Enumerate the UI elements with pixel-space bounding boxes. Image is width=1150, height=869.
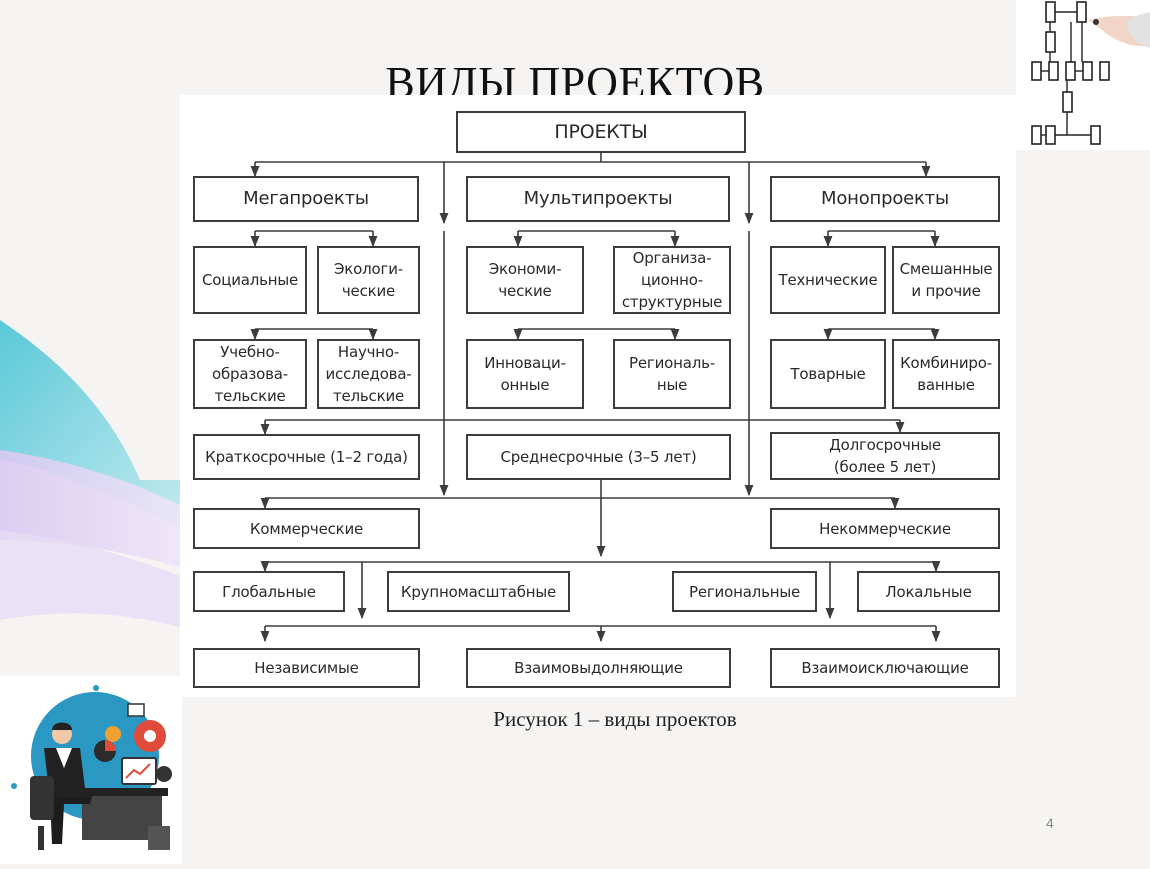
box-multiprojects: Мультипроекты	[466, 176, 730, 222]
box-commodity: Товарные	[770, 339, 886, 409]
box-long-term: Долгосрочные (более 5 лет)	[770, 432, 1000, 480]
businessman-illustration	[0, 676, 182, 864]
box-regional-scale: Региональные	[672, 571, 817, 612]
box-complementary: Взаимовыдолняющие	[466, 648, 731, 688]
box-educational: Учебно- образова- тельские	[193, 339, 307, 409]
box-mixed: Смешанные и прочие	[892, 246, 1000, 314]
box-projects-root: ПРОЕКТЫ	[456, 111, 746, 153]
box-mutually-exclusive: Взаимоисключающие	[770, 648, 1000, 688]
box-commercial: Коммерческие	[193, 508, 420, 549]
box-large-scale: Крупномасштабные	[387, 571, 570, 612]
box-research: Научно- исследова- тельские	[317, 339, 420, 409]
box-organizational: Организа- ционно- структурные	[613, 246, 731, 314]
box-megaprojects: Мегапроекты	[193, 176, 419, 222]
box-medium-term: Среднесрочные (3–5 лет)	[466, 434, 731, 480]
connector-lines	[250, 153, 941, 643]
flowchart-illustration	[1016, 0, 1150, 150]
box-regional-l3: Региональ- ные	[613, 339, 731, 409]
box-short-term: Краткосрочные (1–2 года)	[193, 434, 420, 480]
decorative-waves	[0, 320, 190, 630]
box-independent: Независимые	[193, 648, 420, 688]
box-global: Глобальные	[193, 571, 345, 612]
box-combined: Комбиниро- ванные	[892, 339, 1000, 409]
box-social: Социальные	[193, 246, 307, 314]
box-technical: Технические	[770, 246, 886, 314]
box-monoprojects: Монопроекты	[770, 176, 1000, 222]
figure-caption: Рисунок 1 – виды проектов	[493, 707, 737, 731]
box-ecological: Экологи- ческие	[317, 246, 420, 314]
box-local: Локальные	[857, 571, 1000, 612]
box-innovative: Инноваци- онные	[466, 339, 584, 409]
box-noncommercial: Некоммерческие	[770, 508, 1000, 549]
page-number: 4	[1046, 815, 1054, 831]
project-types-diagram: ПРОЕКТЫ Мегапроекты Мультипроекты Монопр…	[180, 95, 1016, 697]
box-economic: Экономи- ческие	[466, 246, 584, 314]
